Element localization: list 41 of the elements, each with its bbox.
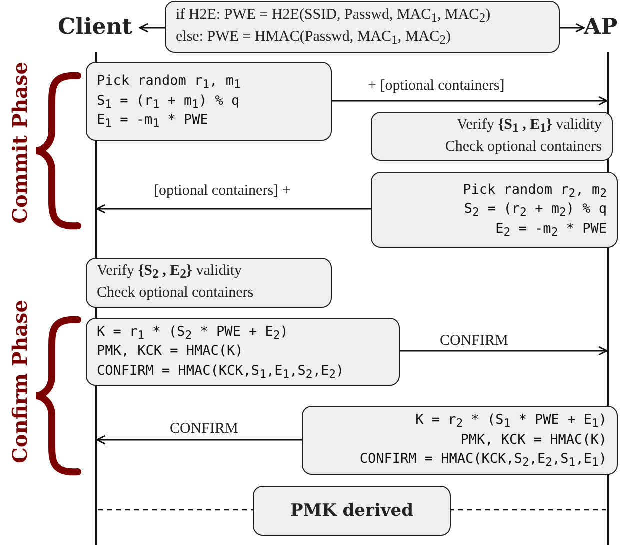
- note-text: else: PWE = HMAC(Passwd, MAC$_{1}$, MAC$_{2}$): [176, 28, 451, 49]
- formula-text: K = r$_{2}$ * (S$_{1}$ * PWE + E$_{1}$): [416, 411, 607, 431]
- formula-text: S$_{2}$ = (r$_{2}$ + m$_{2}$) % q: [464, 200, 607, 220]
- note-text: Check optional containers: [445, 138, 602, 156]
- note-box: [86, 258, 332, 308]
- formula-text: Pick random r$_{2}$, m$_{2}$: [463, 180, 607, 200]
- note-box: [253, 486, 451, 536]
- note-text: Check optional containers: [97, 284, 254, 303]
- note-box: [371, 112, 613, 161]
- formula-text: Pick random r$_{1}$, m$_{1}$: [97, 72, 241, 92]
- note-text: Verify {S$_{2}$ , E$_{2}$} validity: [97, 262, 242, 283]
- formula-text: E$_{2}$ = -m$_{2}$ * PWE: [496, 220, 607, 240]
- note-text: PMK derived: [290, 500, 414, 523]
- note-box: [302, 406, 618, 475]
- note-text: if H2E: PWE = H2E(SSID, Passwd, MAC$_{1}$, MAC$_{2}$): [176, 6, 491, 27]
- formula-text: S$_{1}$ = (r$_{1}$ + m$_{1}$) % q: [97, 92, 240, 112]
- formula-text: K = r$_{1}$ * (S$_{2}$ * PWE + E$_{2}$): [97, 322, 288, 342]
- phase-label: Confirm Phase: [8, 300, 32, 464]
- note-box: [371, 172, 618, 248]
- participant-label: AP: [584, 15, 618, 40]
- lifeline: [607, 52, 610, 545]
- lifeline: [95, 52, 98, 545]
- note-box: [165, 1, 560, 53]
- arrow: [332, 96, 608, 106]
- arrow: [400, 346, 608, 356]
- arrow: [139, 23, 165, 33]
- arrow: [96, 435, 302, 445]
- formula-text: PMK, KCK = HMAC(K): [97, 342, 244, 362]
- note-text: Verify {S$_{1}$ , E$_{1}$} validity: [456, 116, 602, 136]
- formula-text: E$_{1}$ = -m$_{1}$ * PWE: [97, 111, 208, 131]
- note-box: [86, 62, 332, 141]
- formula-text: CONFIRM = HMAC(KCK,S$_{1}$,E$_{1}$,S$_{2}$,E$_{2}$): [97, 362, 344, 382]
- edge-label: + [optional containers]: [366, 78, 507, 94]
- edge-label: [optional containers] +: [152, 183, 293, 200]
- participant-label: Client: [58, 15, 132, 40]
- formula-text: PMK, KCK = HMAC(K): [460, 430, 607, 450]
- phase-label: Commit Phase: [8, 62, 32, 224]
- arrow: [96, 204, 371, 214]
- note-box: [86, 318, 400, 386]
- arrow: [560, 23, 585, 33]
- formula-text: CONFIRM = HMAC(KCK,S$_{2}$,E$_{2}$,S$_{1}$,E$_{1}$): [360, 450, 607, 470]
